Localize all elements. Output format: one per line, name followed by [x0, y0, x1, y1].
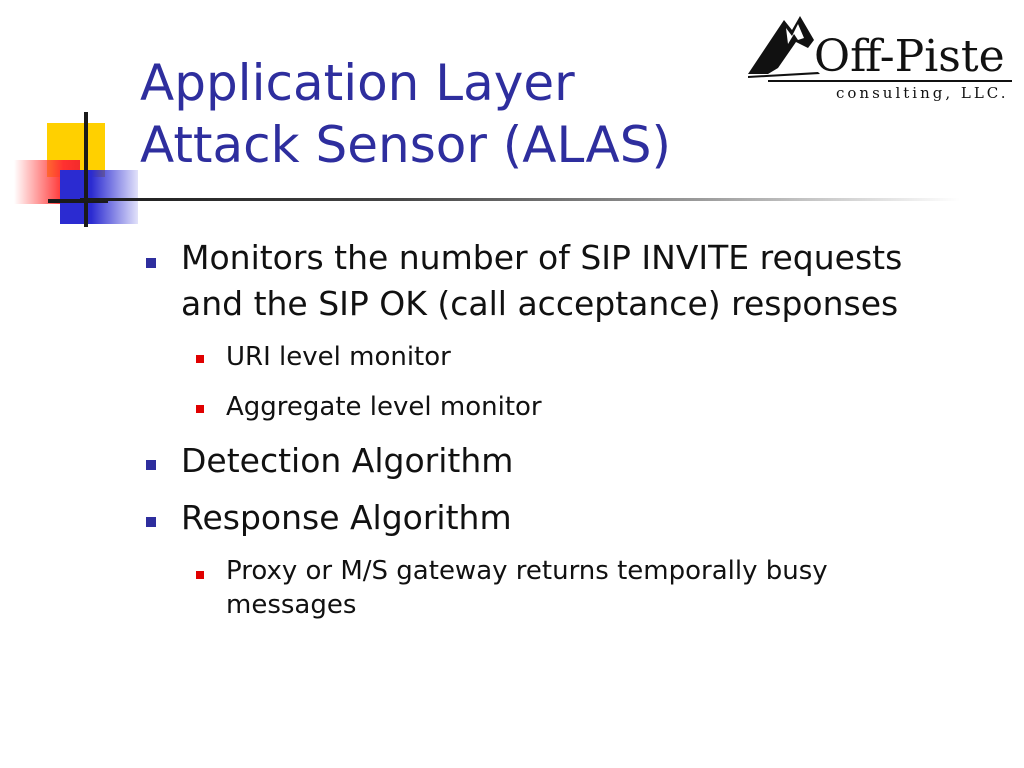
bullet-marker: [146, 517, 156, 527]
bullet-marker: [146, 460, 156, 470]
mountain-icon: [748, 16, 820, 78]
horizontal-line-left: [48, 199, 108, 203]
logo-tagline: consulting, LLC.: [836, 84, 1009, 102]
bullet-text: Detection Algorithm: [181, 441, 514, 480]
corner-decoration: [0, 0, 160, 240]
sub-bullet-marker: [196, 571, 204, 579]
title-underline: [80, 198, 960, 201]
sub-bullet-text: Proxy or M/S gateway returns temporally …: [226, 552, 828, 624]
sub-bullet-text: Aggregate level monitor: [226, 392, 542, 422]
bullet-line: and the SIP OK (call acceptance) respons…: [181, 284, 899, 323]
vertical-line: [84, 112, 88, 227]
company-logo: Off-Piste consulting, LLC.: [748, 14, 1016, 106]
bullet-text: Monitors the number of SIP INVITE reques…: [181, 235, 902, 327]
logo-rule: [768, 80, 1012, 82]
slide-title: Application Layer Attack Sensor (ALAS): [140, 52, 671, 176]
bullet-marker: [146, 258, 156, 268]
title-line-1: Application Layer: [140, 54, 575, 112]
sub-bullet-line: messages: [226, 590, 357, 620]
sub-bullet-marker: [196, 405, 204, 413]
bullet-text: Response Algorithm: [181, 498, 512, 537]
logo-wordmark: Off-Piste: [814, 31, 1005, 82]
title-line-2: Attack Sensor (ALAS): [140, 116, 671, 174]
sub-bullet-line: Proxy or M/S gateway returns temporally …: [226, 556, 828, 586]
sub-bullet-text: URI level monitor: [226, 342, 451, 372]
blue-square: [60, 170, 138, 224]
sub-bullet-marker: [196, 355, 204, 363]
bullet-line: Monitors the number of SIP INVITE reques…: [181, 238, 903, 277]
